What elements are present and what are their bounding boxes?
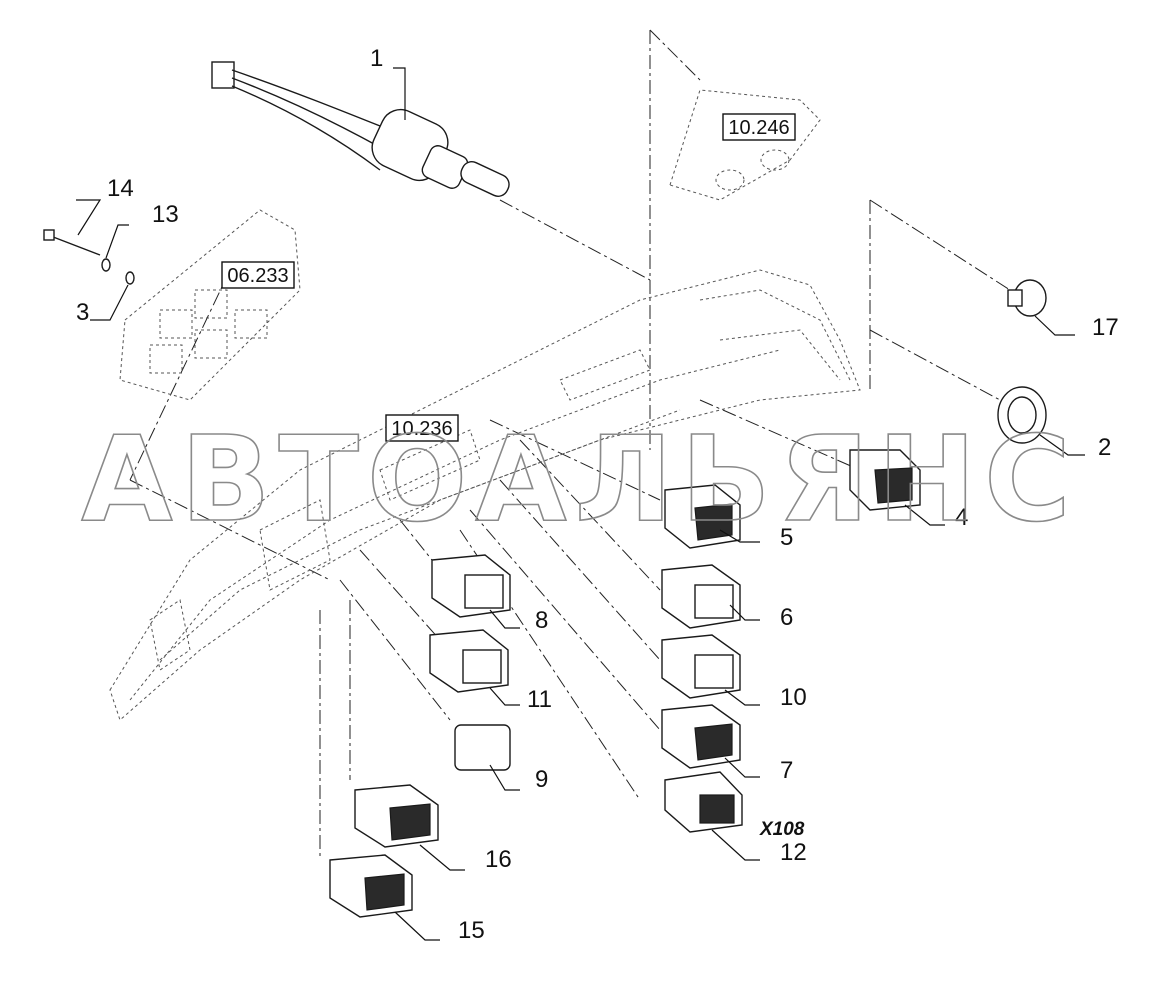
reference-box-10246: 10.246 bbox=[722, 113, 796, 141]
part-3-washer bbox=[125, 271, 135, 285]
switch-part-6 bbox=[661, 564, 741, 629]
switch-part-16 bbox=[354, 784, 439, 848]
part-1-cable-lamp bbox=[211, 61, 510, 197]
svg-text:10.246: 10.246 bbox=[728, 117, 789, 139]
module-10246 bbox=[669, 89, 821, 201]
callout-13: 13 bbox=[152, 201, 179, 228]
switch-part-5 bbox=[664, 484, 741, 549]
switch-part-11 bbox=[429, 629, 509, 693]
part-13-washer bbox=[101, 258, 111, 272]
part-2-ring-nut bbox=[997, 386, 1047, 444]
leader-lines bbox=[76, 67, 1085, 941]
callout-9: 9 bbox=[535, 766, 548, 793]
svg-text:06.233: 06.233 bbox=[227, 265, 288, 287]
dashboard-housing bbox=[109, 269, 861, 721]
switch-part-10 bbox=[661, 634, 741, 699]
callout-12: 12 bbox=[780, 839, 807, 866]
callout-5: 5 bbox=[780, 524, 793, 551]
part-14-bolt bbox=[43, 229, 101, 256]
callout-10: 10 bbox=[780, 684, 807, 711]
reference-box-10236: 10.236 bbox=[385, 414, 459, 442]
blank-part-9 bbox=[454, 724, 511, 771]
callout-15: 15 bbox=[458, 917, 485, 944]
svg-text:10.236: 10.236 bbox=[391, 418, 452, 440]
switch-part-15 bbox=[329, 854, 413, 918]
callout-16: 16 bbox=[485, 846, 512, 873]
switch-part-8 bbox=[431, 554, 511, 618]
relay-board bbox=[119, 209, 301, 401]
callout-11: 11 bbox=[527, 686, 552, 713]
switch-part-7 bbox=[661, 704, 741, 769]
watermark: АВТОАЛЬЯНС bbox=[81, 410, 1079, 548]
switch-part-12 bbox=[664, 771, 743, 833]
part-17-cap bbox=[1007, 279, 1047, 317]
callout-14: 14 bbox=[107, 175, 134, 202]
callout-1: 1 bbox=[370, 45, 383, 72]
switch-part-4 bbox=[849, 449, 921, 511]
callout-2: 2 bbox=[1098, 434, 1111, 461]
callout-4: 4 bbox=[955, 504, 968, 531]
reference-box-06233: 06.233 bbox=[221, 261, 295, 289]
callout-7: 7 bbox=[780, 757, 793, 784]
callout-3: 3 bbox=[76, 299, 89, 326]
callout-numbers: 1 2 3 4 5 6 7 8 9 10 11 12 13 14 15 16 1… bbox=[76, 45, 1119, 944]
callout-6: 6 bbox=[780, 604, 793, 631]
connector-label: X108 bbox=[759, 819, 805, 840]
callout-8: 8 bbox=[535, 607, 548, 634]
callout-17: 17 bbox=[1092, 314, 1119, 341]
